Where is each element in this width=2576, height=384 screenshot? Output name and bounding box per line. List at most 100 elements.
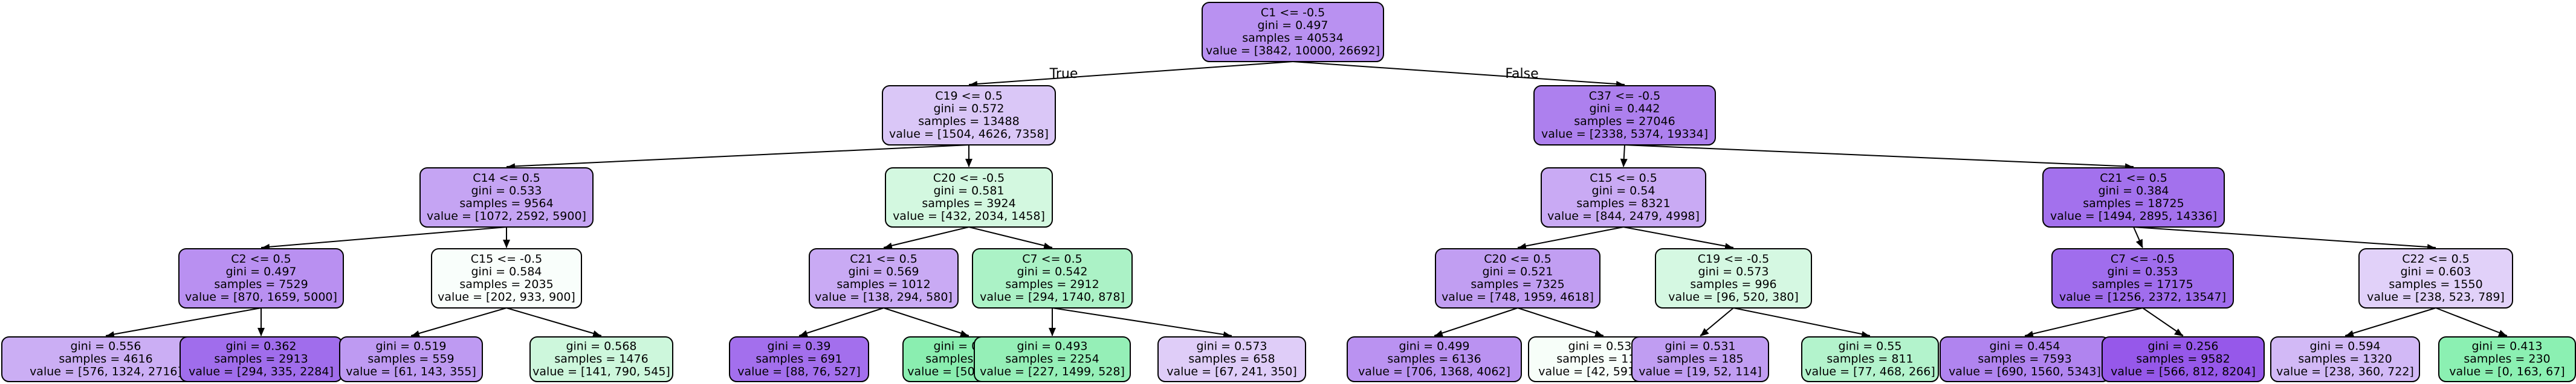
edge-line <box>1052 307 1232 336</box>
edge-line <box>506 144 969 167</box>
node-box <box>2438 336 2576 382</box>
node-text-line: gini = 0.256 <box>2147 340 2218 353</box>
node-text-line: gini = 0.533 <box>471 184 542 197</box>
node-text-line: samples = 2912 <box>1005 278 1099 291</box>
tree-edge <box>968 61 1293 88</box>
node-text-line: value = [19, 52, 114] <box>1639 365 1762 379</box>
node-text-line: gini = 0.362 <box>225 340 296 353</box>
tree-edge <box>1517 307 1604 338</box>
tree-edge <box>883 307 969 338</box>
edge-line <box>506 307 602 336</box>
node-box <box>1533 85 1716 146</box>
node-text-line: gini = 0.531 <box>1665 340 1735 353</box>
node-text-line: value = [1494, 2895, 14336] <box>2050 210 2217 223</box>
node-text-line: gini = 0.581 <box>933 184 1004 197</box>
node-box <box>1202 2 1384 62</box>
arrowhead-icon <box>884 242 893 250</box>
edge-line <box>1292 61 1625 85</box>
tree-edge <box>506 144 969 171</box>
node-text-line: value = [238, 523, 789] <box>2367 290 2505 304</box>
node-text-line: value = [1072, 2592, 5900] <box>427 210 586 223</box>
tree-edge <box>261 226 507 251</box>
node-text-line: gini = 0.384 <box>2098 184 2169 197</box>
tree-edge <box>798 307 884 338</box>
node-text-line: value = [870, 1659, 5000] <box>185 290 337 304</box>
tree-edge <box>2133 226 2436 252</box>
node-box <box>1347 336 1522 382</box>
node-text-line: gini = 0.519 <box>375 340 446 353</box>
node-text-line: samples = 658 <box>1188 353 1275 366</box>
node-text-line: C7 <= -0.5 <box>2111 252 2175 266</box>
edge-line <box>2142 307 2184 336</box>
node-text-line: gini = 0.454 <box>1989 340 2060 353</box>
tree-edge <box>2024 307 2143 338</box>
node-text-line: samples = 811 <box>1827 353 1913 366</box>
node-text-line: samples = 2913 <box>214 353 308 366</box>
arrowhead-icon <box>965 159 972 167</box>
node-text-line: gini = 0.594 <box>2309 340 2380 353</box>
node-text-line: value = [96, 520, 380] <box>1668 290 1799 304</box>
node-text-line: value = [3842, 10000, 26692] <box>1206 44 1380 57</box>
node-text-line: gini = 0.603 <box>2400 265 2471 278</box>
node-text-line: gini = 0.584 <box>471 265 542 278</box>
node-text-line: value = [202, 933, 900] <box>438 290 575 304</box>
node-box <box>972 248 1133 309</box>
node-box <box>2102 336 2265 382</box>
node-box <box>1541 167 1706 228</box>
node-box <box>1801 336 1939 382</box>
node-text-line: gini = 0.353 <box>2107 265 2178 278</box>
tree-edge <box>1434 307 1518 338</box>
node-text-line: value = [1504, 4626, 7358] <box>889 127 1049 141</box>
edge-line <box>105 307 262 336</box>
node-text-line: samples = 691 <box>756 353 842 366</box>
arrowhead-icon <box>2135 238 2143 248</box>
tree-edge <box>257 308 265 336</box>
arrowhead-icon <box>503 240 510 248</box>
arrowhead-icon <box>2174 328 2183 336</box>
node-text-line: C15 <= 0.5 <box>1590 171 1657 185</box>
node-text-line: samples = 9564 <box>459 197 553 210</box>
tree-edge <box>965 145 972 167</box>
node-text-line: samples = 559 <box>367 353 454 366</box>
node-text-line: gini = 0.572 <box>933 102 1004 115</box>
node-text-line: value = [566, 812, 8204] <box>2111 365 2256 379</box>
node-text-line: C14 <= 0.5 <box>473 171 540 185</box>
node-text-line: value = [238, 360, 722] <box>2276 365 2414 379</box>
arrowhead-icon <box>1434 330 1444 338</box>
node-text-line: C21 <= 0.5 <box>850 252 917 266</box>
node-box <box>882 85 1056 146</box>
node-text-line: samples = 1476 <box>554 353 648 366</box>
node-box <box>885 167 1053 228</box>
arrowhead-icon <box>1043 242 1052 250</box>
node-text-line: gini = 0.55 <box>1839 340 1902 353</box>
tree-edge <box>1733 307 1871 339</box>
node-text-line: samples = 2035 <box>459 278 553 291</box>
node-text-line: gini = 0.497 <box>1257 19 1328 32</box>
node-text-line: samples = 1012 <box>837 278 930 291</box>
edge-line <box>968 226 1053 248</box>
node-text-line: C7 <= 0.5 <box>1022 252 1083 266</box>
tree-edge <box>2133 226 2143 248</box>
node-text-line: samples = 2254 <box>1005 353 1099 366</box>
tree-edge <box>1052 307 1232 339</box>
arrowhead-icon <box>1049 328 1056 336</box>
node-text-line: C37 <= -0.5 <box>1589 89 1660 103</box>
edge-line <box>1517 226 1624 248</box>
node-text-line: samples = 7593 <box>1978 353 2071 366</box>
node-text-line: gini = 0.533 <box>1568 340 1639 353</box>
tree-edge <box>2345 307 2436 338</box>
